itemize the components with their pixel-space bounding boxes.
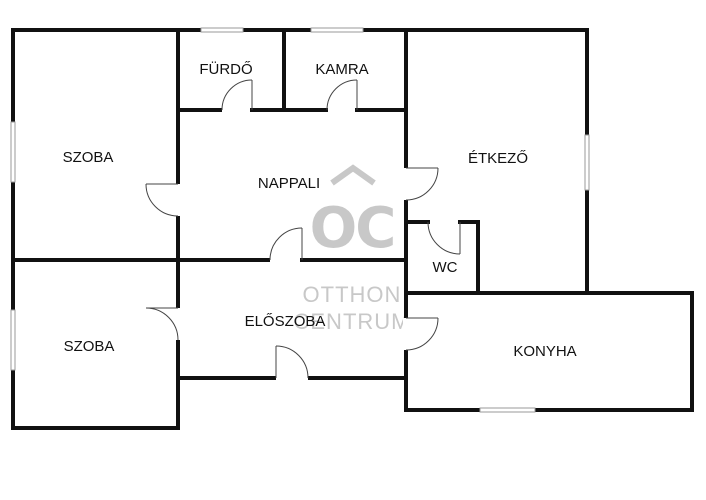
window-konyha [479,407,536,413]
room-label-kamra: KAMRA [315,61,368,78]
watermark-line2: CENTRUM [294,309,411,334]
room-label-konyha: KONYHA [513,343,576,360]
room-label-furdo: FÜRDŐ [199,60,252,78]
room-labels: SZOBA FÜRDŐ KAMRA NAPPALI ÉTKEZŐ WC SZOB… [63,60,577,360]
window-szoba-top [10,121,16,183]
wall-outer-left [11,28,408,430]
window-furdo [200,27,244,33]
watermark-monogram: OC [310,196,395,261]
watermark-line1: OTTHON [303,282,402,307]
room-label-wc: WC [433,259,458,276]
room-label-szoba-bottom: SZOBA [64,338,115,355]
wall-konyha [404,291,694,412]
room-label-szoba-top: SZOBA [63,149,114,166]
door-arc-nappali [269,227,303,261]
door-gap-szoba-top [175,184,181,216]
door-arc-etkezo [405,167,439,201]
door-arc-wc [427,221,461,255]
window-szoba-bottom [10,309,16,371]
door-arc-furdo [221,79,253,111]
door-arc-szoba-bottom [145,307,179,341]
watermark-logo: OC OTTHON CENTRUM [294,164,411,334]
watermark-roof-icon [330,164,376,186]
room-label-etkezo: ÉTKEZŐ [468,150,528,167]
windows [10,27,590,413]
doors [145,79,461,381]
door-gap-eloszoba [276,375,308,381]
window-etkezo [584,134,590,191]
door-arc-szoba-top [145,183,179,217]
room-label-nappali: NAPPALI [258,175,320,192]
door-arc-eloszoba [275,345,309,379]
room-label-eloszoba: ELŐSZOBA [245,313,326,330]
door-gap-konyha [403,318,409,350]
door-arc-konyha [405,317,439,351]
door-gap-etkezo [403,168,409,200]
door-arc-kamra [326,79,358,111]
window-kamra [310,27,364,33]
wall-wc [404,220,480,295]
door-gap-szoba-bottom [175,308,181,340]
